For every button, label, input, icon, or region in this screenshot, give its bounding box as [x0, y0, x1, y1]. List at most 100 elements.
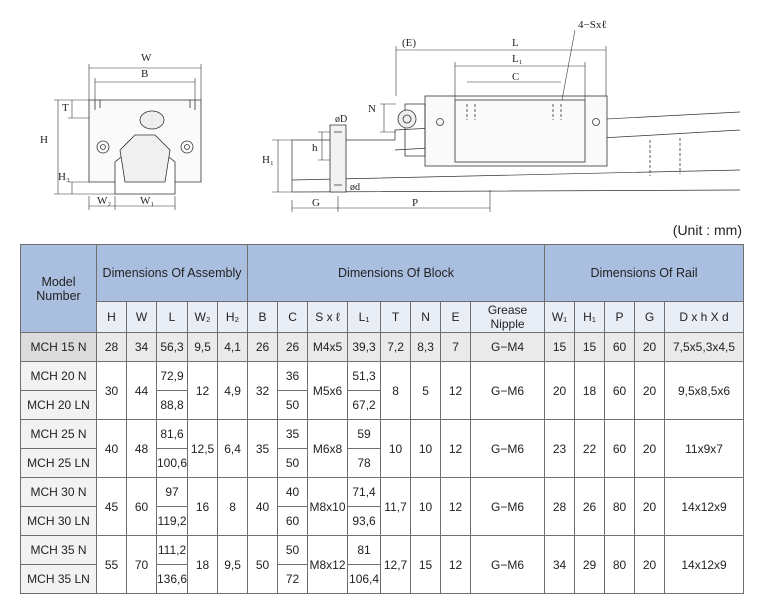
cell-c: 26 — [277, 332, 309, 362]
cell-g: 20 — [634, 535, 666, 594]
cell-h2: 8 — [217, 477, 249, 536]
side-label-n: N — [368, 103, 376, 115]
cell-n: 8,3 — [410, 332, 442, 362]
cell-h: 40 — [96, 419, 127, 478]
cell-b: 50 — [247, 535, 279, 594]
cell-sxl: M6x8 — [307, 419, 349, 478]
cell-p: 80 — [604, 535, 636, 594]
cell-dhd: 14x12x9 — [664, 477, 745, 536]
cell-l1: 81 — [347, 535, 382, 565]
model-cell: MCH 20 N — [20, 361, 97, 391]
front-label-t: T — [62, 102, 69, 114]
col-n: N — [410, 301, 442, 333]
col-l: L — [155, 301, 189, 333]
cell-h1: 29 — [574, 535, 606, 594]
cell-h2: 4,1 — [217, 332, 249, 362]
cell-c: 36 — [277, 361, 309, 391]
col-c: C — [277, 301, 309, 333]
col-sxl: S x ℓ — [307, 301, 349, 333]
cell-t: 7,2 — [380, 332, 412, 362]
cell-l1: 59 — [347, 419, 382, 449]
col-dhd: D x h X d — [664, 301, 745, 333]
side-label-e: (E) — [402, 37, 416, 49]
cell-h1: 15 — [574, 332, 606, 362]
cell-sxl: M4x5 — [307, 332, 349, 362]
cell-grease-nipple: G−M4 — [470, 332, 546, 362]
side-label-screw: 4−Sxℓ — [578, 19, 607, 31]
header-assembly: Dimensions Of Assembly — [95, 244, 249, 302]
unit-label: (Unit : mm) — [672, 222, 742, 238]
model-cell: MCH 30 N — [20, 477, 97, 507]
table-row: MCH 30 LN 119,2 60 93,6 — [20, 506, 744, 536]
cell-l1: 39,3 — [347, 332, 382, 362]
table-row: MCH 15 N 28 34 56,3 9,5 4,1 26 26 M4x5 3… — [20, 332, 745, 362]
model-cell: MCH 30 LN — [20, 506, 97, 536]
cell-h: 30 — [96, 361, 127, 420]
header-model-number: Model Number — [20, 244, 97, 333]
cell-w2: 12 — [187, 361, 219, 420]
front-label-w: W — [141, 52, 152, 64]
cell-b: 40 — [247, 477, 279, 536]
table-row: MCH 20 N 30 44 72,9 12 4,9 32 36 M5x6 51… — [20, 361, 745, 420]
cell-n: 10 — [410, 477, 442, 536]
cell-c: 35 — [277, 419, 309, 449]
cell-sxl: M8x12 — [307, 535, 349, 594]
cell-w: 34 — [126, 332, 157, 362]
cell-n: 5 — [410, 361, 442, 420]
cell-w1: 15 — [544, 332, 576, 362]
cell-b: 32 — [247, 361, 279, 420]
cell-dhd: 11x9x7 — [664, 419, 745, 478]
header-block: Dimensions Of Block — [247, 244, 546, 302]
cell-l: 56,3 — [155, 332, 189, 362]
table-row: MCH 25 LN 100,6 50 78 — [20, 448, 744, 478]
cell-c: 50 — [277, 390, 309, 420]
table-row: MCH 35 LN 136,6 72 106,4 — [20, 564, 744, 594]
cell-l1: 51,3 — [347, 361, 382, 391]
model-cell: MCH 25 N — [20, 419, 97, 449]
col-t: T — [380, 301, 412, 333]
cell-h2: 9,5 — [217, 535, 249, 594]
cell-b: 35 — [247, 419, 279, 478]
col-e: E — [440, 301, 472, 333]
cell-t: 12,7 — [380, 535, 412, 594]
cell-sxl: M8x10 — [307, 477, 349, 536]
cell-grease-nipple: G−M6 — [470, 535, 546, 594]
cell-h1: 22 — [574, 419, 606, 478]
cell-w2: 9,5 — [187, 332, 219, 362]
cell-e: 7 — [440, 332, 472, 362]
cell-l1: 78 — [347, 448, 382, 478]
col-b: B — [247, 301, 279, 333]
side-label-small-d: ød — [350, 182, 360, 193]
cell-w1: 23 — [544, 419, 576, 478]
side-label-l: L — [512, 37, 519, 49]
col-w: W — [126, 301, 157, 333]
cell-w2: 16 — [187, 477, 219, 536]
cell-l1: 71,4 — [347, 477, 382, 507]
cell-c: 60 — [277, 506, 309, 536]
table-row: MCH 30 N 45 60 97 16 8 40 40 M8x10 71,4 … — [20, 477, 745, 536]
cell-dhd: 7,5x5,3x4,5 — [664, 332, 745, 362]
col-l1: L₁ — [347, 301, 382, 333]
header-rail: Dimensions Of Rail — [544, 244, 745, 302]
side-label-h1: H₁ — [262, 154, 274, 166]
cell-l: 72,9 — [155, 361, 189, 391]
model-cell: MCH 15 N — [20, 332, 97, 362]
col-w1: W₁ — [544, 301, 576, 333]
cell-l1: 67,2 — [347, 390, 382, 420]
cell-sxl: M5x6 — [307, 361, 349, 420]
col-p: P — [604, 301, 636, 333]
cell-h: 55 — [96, 535, 127, 594]
cell-e: 12 — [440, 477, 472, 536]
cell-e: 12 — [440, 361, 472, 420]
front-view-drawing — [54, 64, 202, 210]
side-label-l1: L₁ — [512, 53, 523, 65]
cell-w1: 20 — [544, 361, 576, 420]
cell-t: 10 — [380, 419, 412, 478]
cell-h2: 6,4 — [217, 419, 249, 478]
cell-w2: 12,5 — [187, 419, 219, 478]
cell-w: 70 — [126, 535, 157, 594]
cell-p: 60 — [604, 332, 636, 362]
cell-g: 20 — [634, 419, 666, 478]
col-w2: W₂ — [187, 301, 219, 333]
cell-t: 11,7 — [380, 477, 412, 536]
